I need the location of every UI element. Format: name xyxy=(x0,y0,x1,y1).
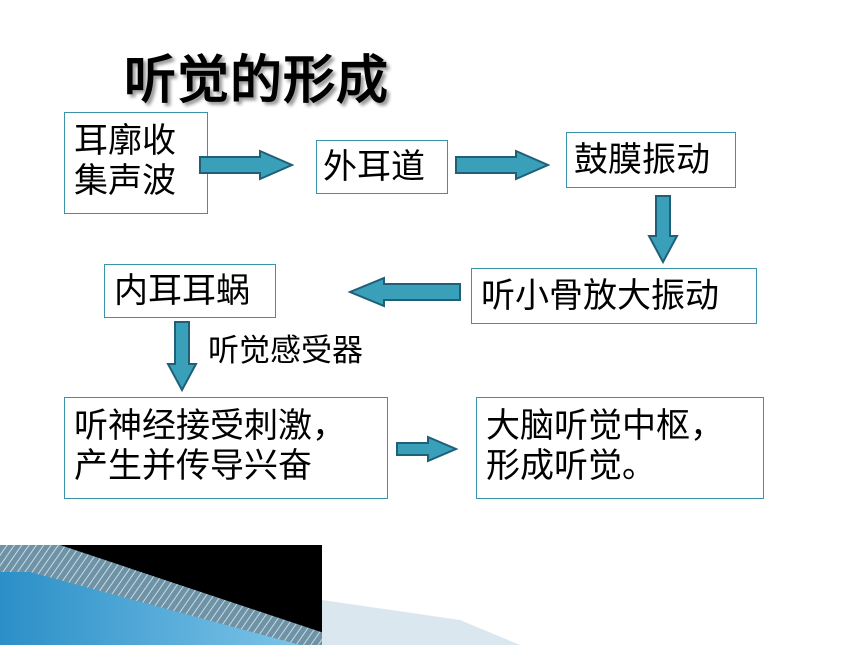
node-nerve-line-2: 产生并传导兴奋 xyxy=(74,446,312,486)
arrow-ossicles-to-cochlea xyxy=(347,276,461,308)
node-ossicles: 听小骨放大振动 xyxy=(471,268,757,324)
node-pinna: 耳廓收 集声波 xyxy=(64,112,208,214)
node-ear-canal: 外耳道 xyxy=(316,140,448,194)
arrow-pinna-to-canal xyxy=(199,149,295,181)
node-cortex: 大脑听觉中枢， 形成听觉。 xyxy=(476,397,764,499)
arrow-nerve-to-cortex xyxy=(396,435,459,463)
node-pinna-line-2: 集声波 xyxy=(74,161,176,201)
page-title: 听觉的形成 xyxy=(124,51,390,111)
node-nerve: 听神经接受刺激， 产生并传导兴奋 xyxy=(64,397,388,499)
arrow-eardrum-to-ossicles xyxy=(647,195,679,265)
node-cochlea: 内耳耳蜗 xyxy=(104,264,276,318)
node-ossicles-line-1: 听小骨放大振动 xyxy=(481,276,719,316)
node-eardrum: 鼓膜振动 xyxy=(566,132,736,188)
arrow-cochlea-to-nerve xyxy=(166,321,198,393)
edge-label-receptor: 听觉感受器 xyxy=(208,333,363,369)
node-pinna-line-1: 耳廓收 xyxy=(74,121,176,161)
node-cochlea-line-1: 内耳耳蜗 xyxy=(114,271,250,311)
node-cortex-line-2: 形成听觉。 xyxy=(486,446,656,486)
node-eardrum-line-1: 鼓膜振动 xyxy=(574,140,710,180)
node-nerve-line-1: 听神经接受刺激， xyxy=(74,406,346,446)
node-cortex-line-1: 大脑听觉中枢， xyxy=(486,406,724,446)
node-ear-canal-line-1: 外耳道 xyxy=(323,147,425,187)
arrow-canal-to-eardrum xyxy=(455,149,551,181)
